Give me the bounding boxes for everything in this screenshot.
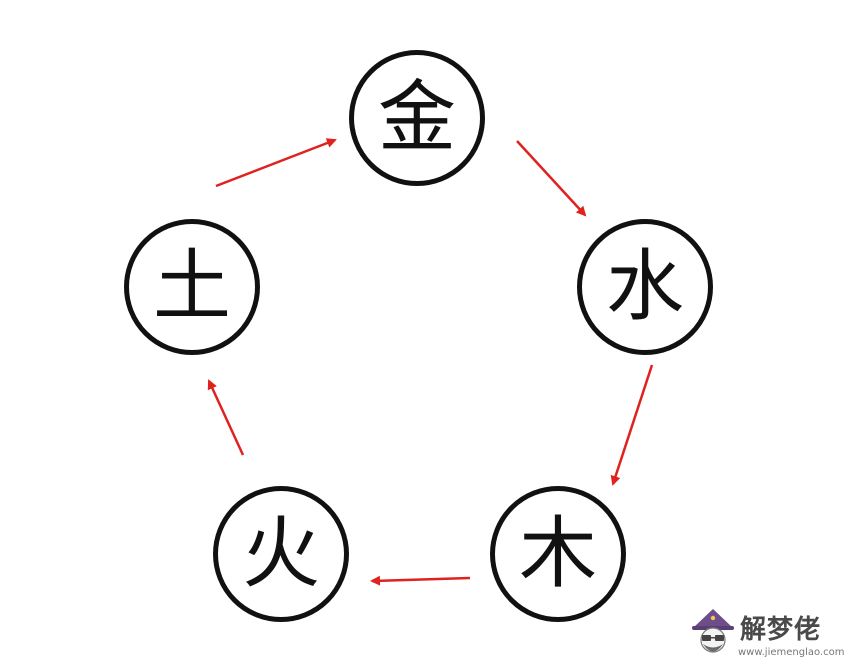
wizard-logo-icon — [692, 609, 734, 653]
node-wood-label: 木 — [518, 509, 597, 599]
node-earth: 土 — [124, 219, 260, 355]
watermark-url: www.jiemenglao.com — [738, 647, 845, 658]
arrow-earth-to-metal — [215, 138, 337, 188]
node-water: 水 — [577, 219, 713, 355]
node-fire-label: 火 — [241, 509, 320, 599]
node-wood: 木 — [490, 486, 626, 622]
node-water-label: 水 — [605, 242, 684, 332]
arrow-metal-to-water — [516, 140, 587, 217]
arrow-water-to-wood — [610, 364, 654, 486]
watermark-title: 解梦佬 — [740, 615, 822, 645]
node-metal-label: 金 — [377, 73, 456, 163]
arrow-wood-to-fire — [370, 575, 471, 586]
node-earth-label: 土 — [152, 242, 231, 332]
node-fire: 火 — [213, 486, 349, 622]
node-metal: 金 — [349, 50, 485, 186]
watermark: 解梦佬 www.jiemenglao.com — [690, 605, 850, 665]
arrow-fire-to-earth — [207, 379, 245, 456]
